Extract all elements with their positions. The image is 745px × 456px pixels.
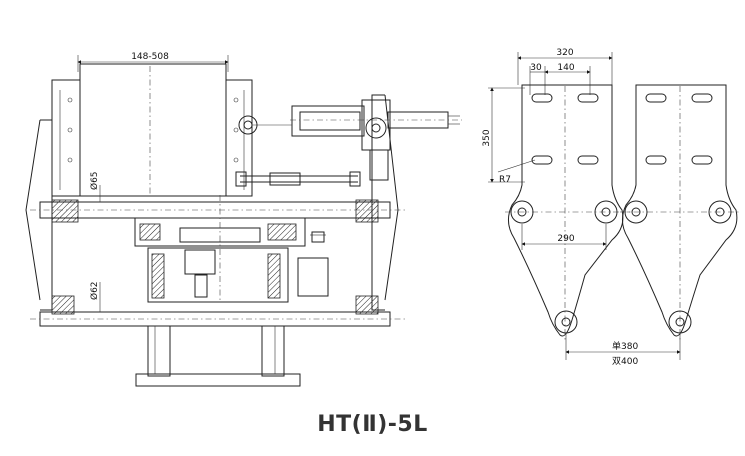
drum-body: [79, 63, 227, 197]
side-view: 320 30 140 350 R7 290: [482, 48, 740, 367]
dim-double-label: 双400: [612, 356, 638, 367]
dim-shaft-upper-label: Ø65: [89, 171, 100, 190]
model-title: HT(Ⅱ)-5L: [317, 412, 428, 437]
dim-slot-spacing-label: 140: [557, 63, 574, 73]
dim-total-width-label: 320: [556, 48, 573, 58]
dim-shaft-lower-label: Ø62: [89, 281, 100, 300]
dim-height-label: 350: [482, 129, 492, 146]
dim-radius-label: R7: [499, 175, 511, 185]
dim-width-label: 148-508: [131, 52, 169, 62]
front-view: 148-508 Ø65: [25, 52, 462, 387]
dim-hole-spacing-label: 290: [557, 234, 574, 244]
dim-offset-label: 30: [530, 63, 542, 73]
dim-single-label: 单380: [612, 340, 638, 352]
hydraulic-cylinder: [291, 105, 365, 137]
mounting-plate-double: [622, 84, 738, 337]
